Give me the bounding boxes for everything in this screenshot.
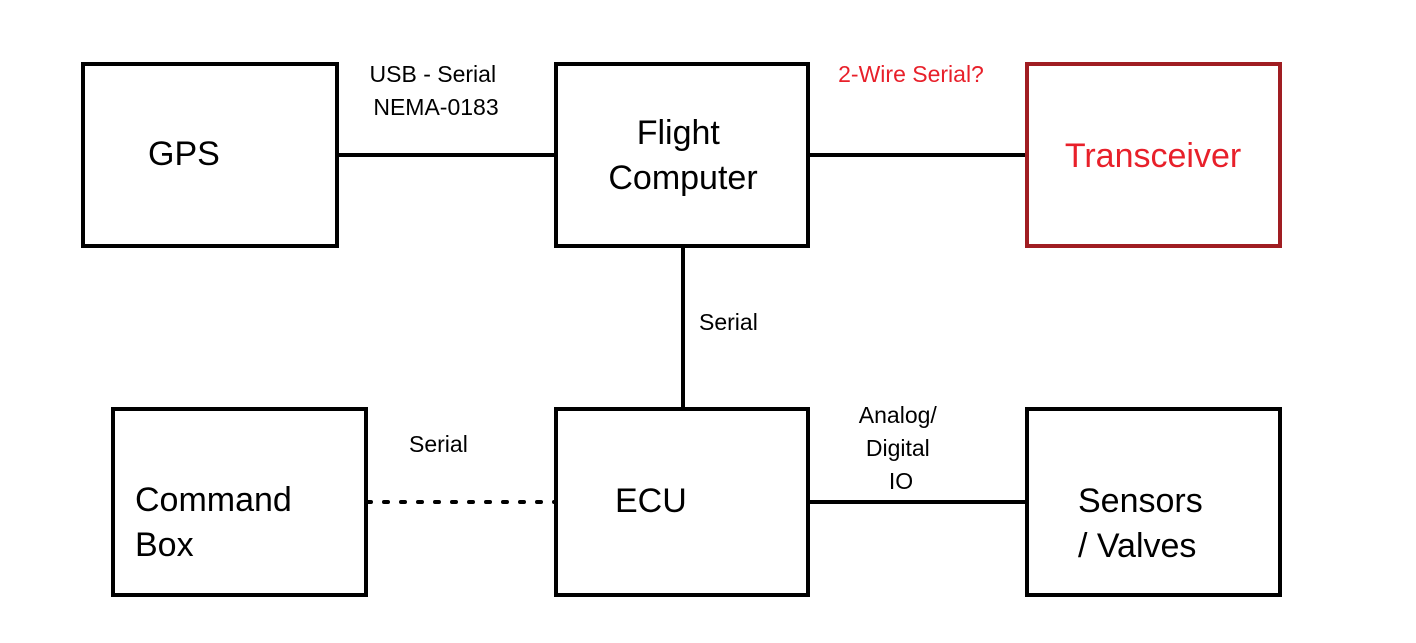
command-box-label-line-1: Command xyxy=(135,481,292,519)
flight-computer-ecu-link-label-line: Serial xyxy=(699,309,758,335)
ecu-box xyxy=(554,407,810,597)
flight-computer-label-line-2: Computer xyxy=(608,159,757,197)
flight-computer-label-line-1: Flight xyxy=(637,114,721,152)
gps-flight-computer-link-label: USB - Serial NEMA-0183 xyxy=(370,61,503,120)
transceiver-label-line: Transceiver xyxy=(1065,137,1241,175)
ecu-label-line: ECU xyxy=(615,482,687,520)
ecu-sensors-link-label-line-3: IO xyxy=(889,468,913,494)
flight-computer-box xyxy=(554,62,810,248)
gps-flight-computer-link-label-line-2: NEMA-0183 xyxy=(373,94,498,120)
gps-flight-computer-link-label-line-1: USB - Serial xyxy=(370,61,497,87)
transceiver-box xyxy=(1025,62,1282,248)
command-box-label: Command Box xyxy=(135,481,301,564)
command-box-ecu-link-label-line: Serial xyxy=(409,431,468,457)
gps-label-line: GPS xyxy=(148,135,220,173)
flight-computer-ecu-link-label: Serial xyxy=(699,309,758,335)
ecu-sensors-link-label-line-1: Analog/ xyxy=(859,402,938,428)
flight-computer-transceiver-link-label: 2-Wire Serial? xyxy=(838,61,984,87)
sensors-valves-label: Sensors / Valves xyxy=(1078,482,1212,565)
flight-computer-transceiver-link-label-line: 2-Wire Serial? xyxy=(838,61,984,87)
sensors-valves-label-line-2: / Valves xyxy=(1078,527,1196,565)
transceiver-label: Transceiver xyxy=(1065,137,1241,175)
ecu-label: ECU xyxy=(615,482,687,520)
flight-computer-label: Flight Computer xyxy=(608,114,757,197)
command-box-ecu-link-label: Serial xyxy=(409,431,468,457)
command-box-box xyxy=(111,407,368,597)
ecu-sensors-link-label-line-2: Digital xyxy=(866,435,930,461)
gps-box xyxy=(81,62,339,248)
ecu-sensors-link-label: Analog/ Digital IO xyxy=(859,402,943,494)
command-box-label-line-2: Box xyxy=(135,526,194,564)
gps-label: GPS xyxy=(148,135,220,173)
sensors-valves-label-line-1: Sensors xyxy=(1078,482,1203,520)
sensors-valves-box xyxy=(1025,407,1282,597)
